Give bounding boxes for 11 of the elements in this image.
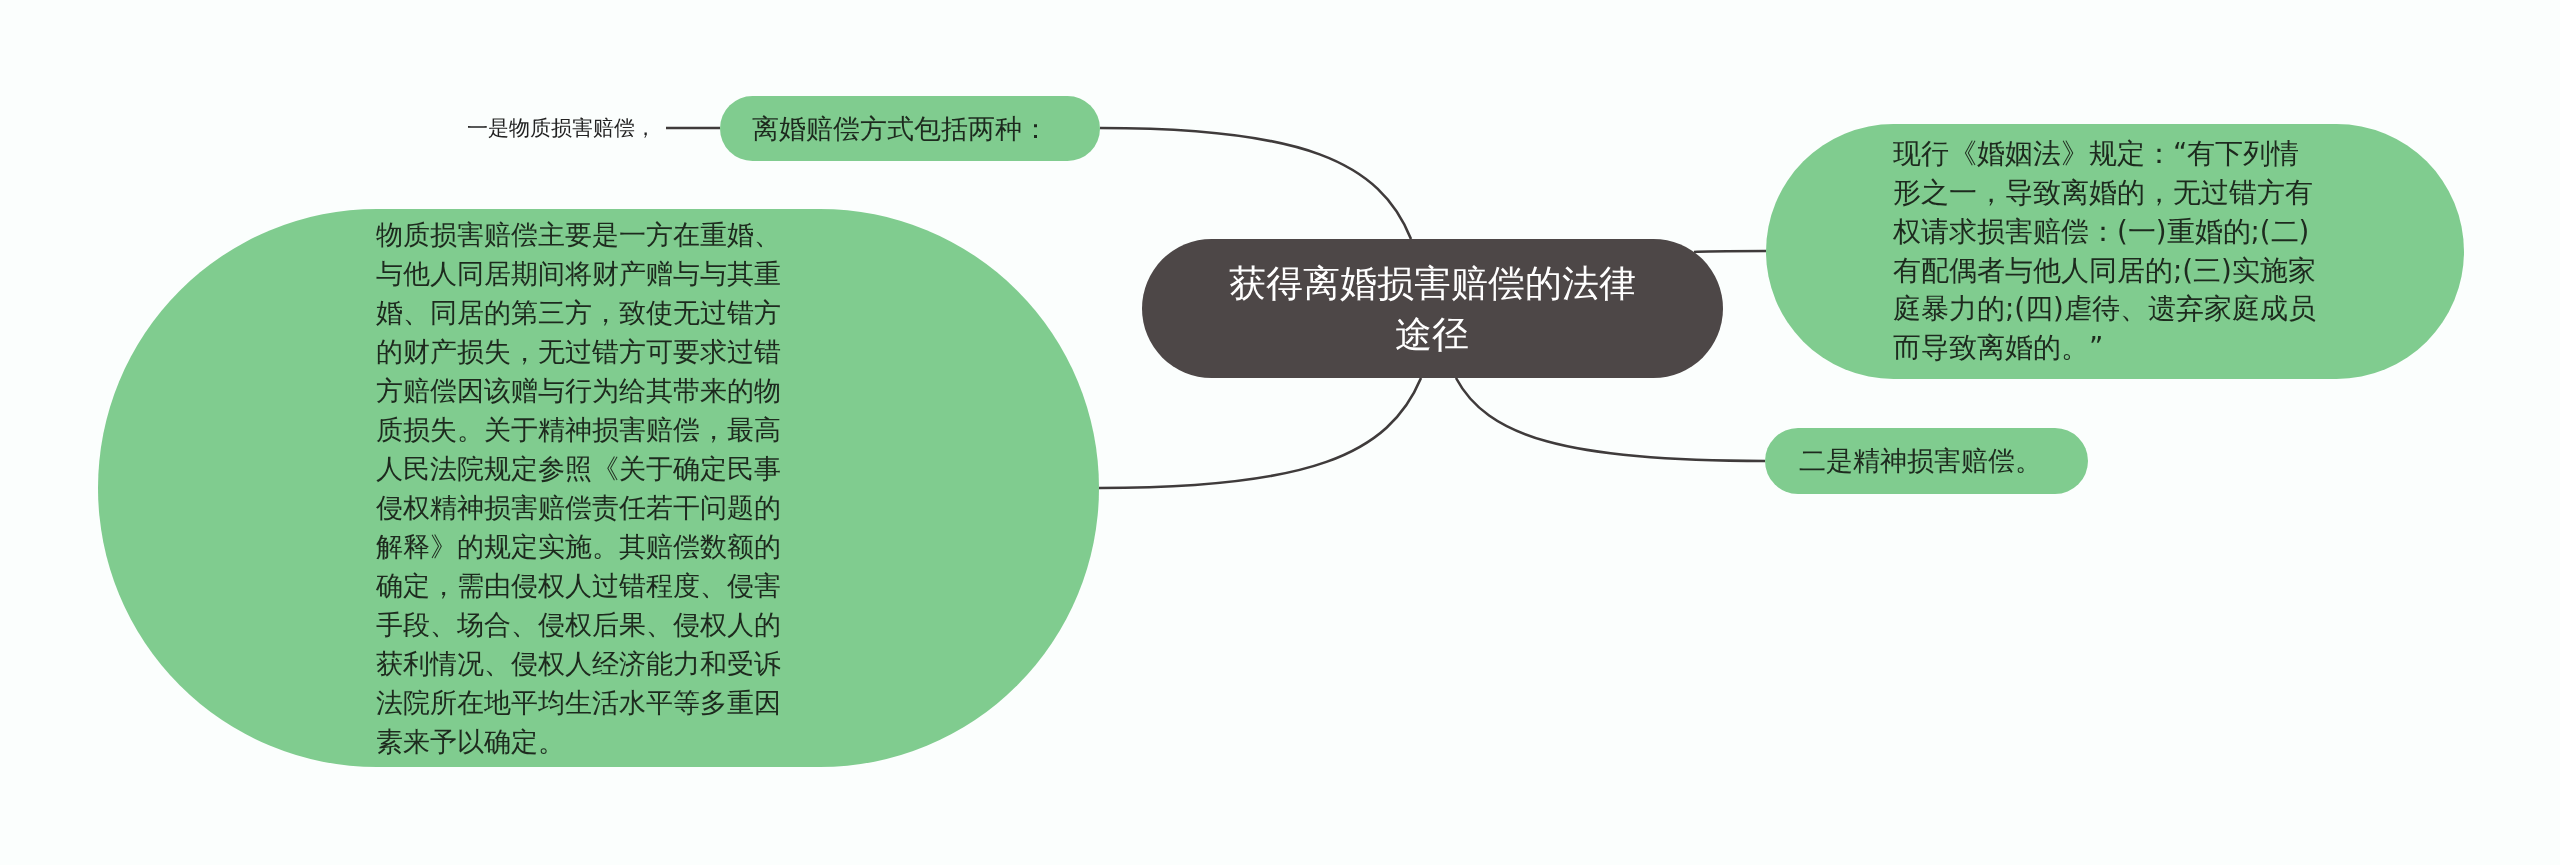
topic-box: 离婚赔偿方式包括两种： — [720, 96, 1100, 161]
branch-line — [1693, 249, 1766, 254]
central-topic-box: 获得离婚损害赔偿的法律途径 — [1142, 239, 1723, 378]
branch-line — [1099, 377, 1423, 490]
topic-box: 现行《婚姻法》规定：“有下列情形之一，导致离婚的，无过错方有权请求损害赔偿：(一)重婚的;(二)有配偶者与他人同居的;(三)实施家庭暴力的;(四)虐待、遗弃家庭成员而导致离婚的。” — [1766, 124, 2464, 379]
branch-line — [1454, 377, 1765, 463]
topic-label: 一是物质损害赔偿， — [467, 114, 656, 142]
branch-line — [1100, 126, 1413, 240]
topic-box: 二是精神损害赔偿。 — [1765, 428, 2088, 494]
branch-line — [666, 126, 720, 130]
topic-box: 物质损害赔偿主要是一方在重婚、与他人同居期间将财产赠与与其重婚、同居的第三方，致使无过错方的财产损失，无过错方可要求过错方赔偿因该赠与行为给其带来的物质损失。关于精神损害赔偿，最高人民法院规定参照《关于确定民事侵权精神损害赔偿责任若干问题的解释》的规定实施。其赔偿数额的确定，需由侵权人过错程度、侵害手段、场合、侵权后果、侵权人的获利情况、侵权人经济能力和受诉法院所在地平均生活水平等多重因素来予以确定。 — [98, 209, 1099, 767]
